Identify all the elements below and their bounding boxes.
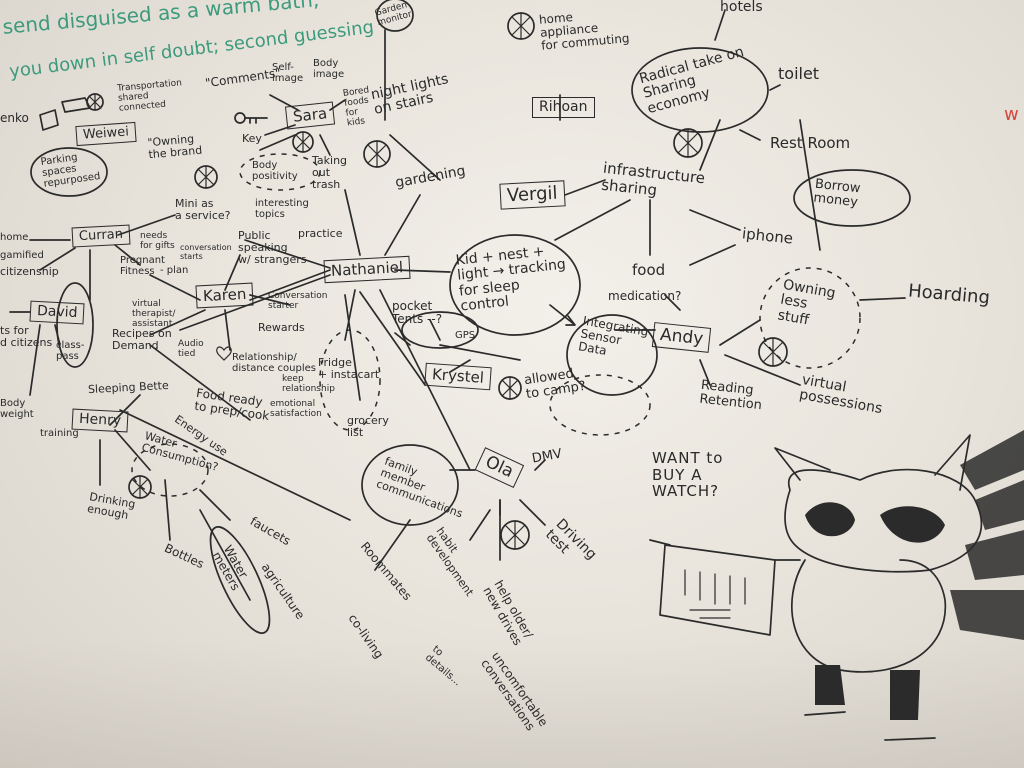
note-ts-citizens: ts for d citizens [0, 324, 53, 350]
note-pregnant: Pregnant Fitness [120, 255, 165, 277]
person-weiwei: Weiwei [75, 121, 137, 147]
person-henry: Henry [71, 408, 129, 433]
note-owning-less: Owning less stuff [776, 276, 837, 329]
note-interesting-topics: interesting topics [255, 198, 309, 220]
note-audio-tied: Audio tied [178, 339, 204, 359]
note-food: food [632, 261, 666, 279]
person-curran: Curran [71, 224, 131, 248]
note-self-image: Self- image [272, 62, 304, 84]
note-pocket-tents: pocket Tents --? [392, 299, 443, 327]
note-plan: - plan [160, 265, 189, 276]
note-gamified: gamified [0, 250, 44, 261]
note-public-speaking: Public speaking w/ strangers [238, 229, 307, 267]
note-practice: practice [298, 227, 343, 240]
note-body-positivity: Body positivity [252, 160, 298, 182]
note-relationship: Relationship/ distance couples [232, 352, 316, 374]
note-virtual-therapist: virtual therapist/ assistant [132, 299, 176, 329]
note-class-pass: class- pass [56, 340, 85, 362]
note-watch: WANT to BUY A WATCH? [652, 449, 724, 500]
note-home-appliance: home appliance for commuting [538, 9, 631, 54]
note-bored-foods: Bored foods for kids [342, 85, 370, 129]
note-restroom: Rest Room [770, 134, 851, 152]
whiteboard-shadow [0, 638, 1024, 768]
note-recipes: Recipes on Demand [112, 327, 172, 353]
note-rewards: Rewards [258, 321, 305, 334]
note-citizenship: citizenship [0, 265, 59, 278]
note-key: Key [242, 132, 262, 145]
note-owning-brand: "Owning the brand [146, 132, 203, 162]
note-fridge: Fridge + instacart [318, 356, 380, 382]
note-transport: Transportation shared connected [116, 78, 183, 114]
person-karen: Karen [195, 282, 254, 308]
note-medication: medication? [608, 289, 682, 303]
note-body-weight: Body weight [0, 398, 34, 420]
note-enko: enko [0, 111, 29, 125]
person-nathaniel: Nathaniel [323, 255, 411, 283]
note-body-image: Body image [313, 58, 345, 80]
raccoon-drawing [649, 430, 1024, 741]
red-mark: w [1004, 104, 1019, 125]
person-krystel: Krystel [424, 362, 492, 390]
note-grocery: grocery list [347, 414, 389, 440]
note-convo-starts: conversation starts [180, 243, 232, 261]
note-home: home [0, 232, 29, 243]
note-emotional-sat: emotional satisfaction [270, 399, 322, 419]
note-toilet: toilet [778, 64, 820, 83]
note-kid-nest: Kid + nest + light → tracking for sleep … [454, 243, 567, 315]
person-david: David [29, 300, 85, 325]
note-gps: GPS [455, 330, 476, 341]
star-icons [86, 12, 788, 550]
note-training: training [40, 428, 79, 439]
note-hotels: hotels [720, 0, 763, 15]
note-convo-starter: Conversation starter [268, 291, 328, 311]
person-rihoan: Rihoan [532, 97, 595, 119]
note-mini-service: Mini as a service? [175, 197, 231, 223]
person-vergil: Vergil [499, 180, 566, 210]
note-needs: needs for gifts [140, 231, 175, 251]
note-taking-trash: Taking out trash [312, 154, 348, 192]
note-borrow-money: Borrow money [812, 176, 862, 211]
note-keep-relationship: keep relationship [282, 374, 335, 394]
